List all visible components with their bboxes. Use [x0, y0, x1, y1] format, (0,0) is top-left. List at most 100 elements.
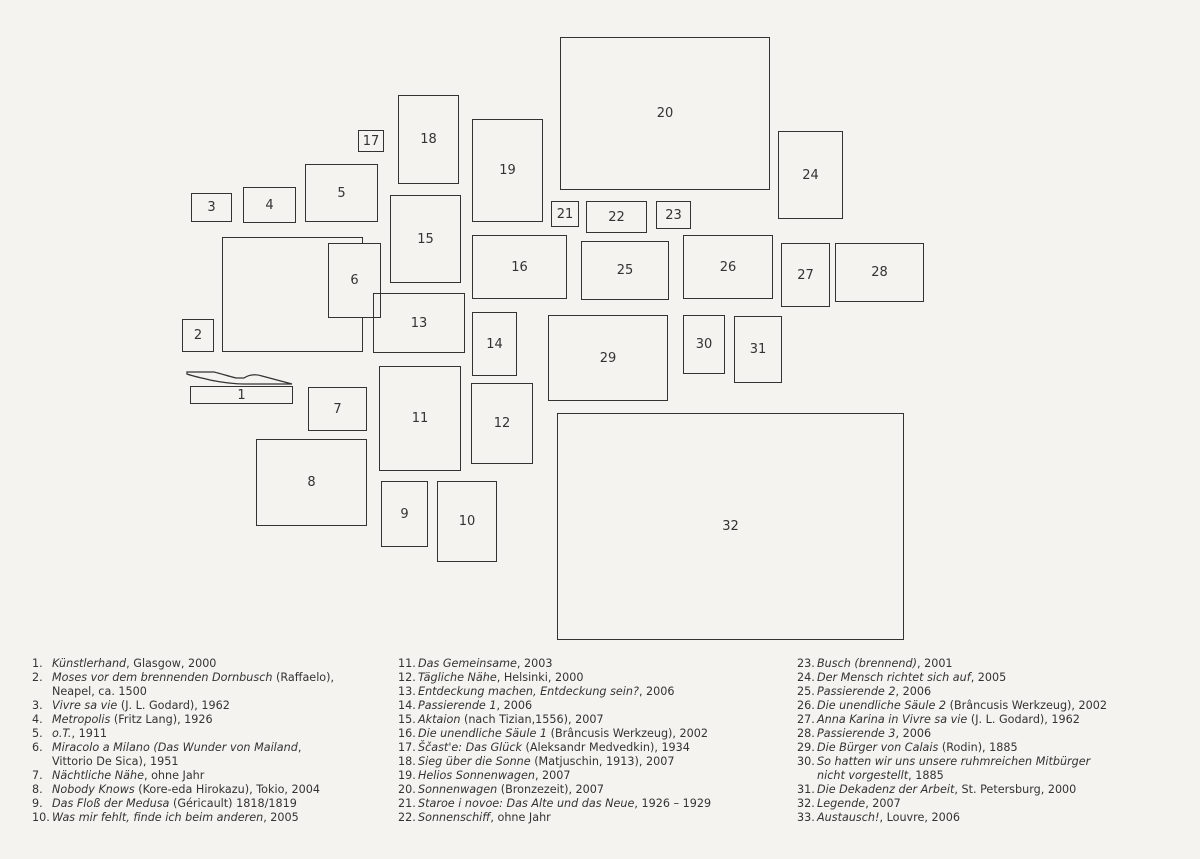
exhibit-box-17: 17: [358, 130, 384, 152]
legend-item-number: 33.: [797, 811, 815, 824]
exhibit-box-8: 8: [256, 439, 367, 526]
legend-item: 28.Passierende 3, 2006: [797, 727, 1127, 741]
legend-work-title: Vivre sa vie: [52, 699, 118, 712]
legend-item-text: Sonnenwagen (Bronzezeit), 2007: [418, 783, 604, 797]
exhibit-number: 29: [599, 350, 617, 366]
legend-item-text: Passierende 1, 2006: [418, 699, 532, 713]
legend-work-details: (Fritz Lang), 1926: [110, 713, 213, 726]
legend-work-details: , 2007: [534, 769, 571, 782]
legend-work-title: Sonnenwagen: [418, 783, 498, 796]
legend-work-title: Ščast'e: Das Glück: [418, 741, 522, 754]
exhibit-number: 32: [722, 519, 739, 534]
legend-item-number: 8.: [32, 783, 43, 796]
legend-item: 8. Nobody Knows (Kore-eda Hirokazu), Toki…: [32, 783, 362, 797]
legend-item-number: 18.: [398, 755, 416, 768]
legend-work-details: , 1911: [71, 727, 108, 740]
legend-item-text: Anna Karina in Vivre sa vie (J. L. Godar…: [817, 713, 1080, 727]
legend-item-number: 28.: [797, 727, 815, 740]
exhibit-number: 24: [802, 167, 819, 183]
legend-item-text: Legende, 2007: [817, 797, 901, 811]
exhibit-box-22: 22: [586, 201, 647, 233]
exhibit-number: 21: [556, 206, 574, 222]
legend-work-title: Legende: [817, 797, 866, 810]
legend-item-number: 11.: [398, 657, 416, 670]
legend-item: 20.Sonnenwagen (Bronzezeit), 2007: [398, 783, 728, 797]
legend-item-text: Vivre sa vie (J. L. Godard), 1962: [52, 699, 230, 713]
legend-item: 32.Legende, 2007: [797, 797, 1127, 811]
legend-item: 27.Anna Karina in Vivre sa vie (J. L. Go…: [797, 713, 1127, 727]
legend-work-title: Passierende 3: [817, 727, 896, 740]
legend-item-number: 10.: [32, 811, 50, 824]
legend-work-details: , 2005: [263, 811, 299, 824]
exhibit-box-32: 32: [557, 413, 904, 640]
legend-item-text: Sonnenschiff, ohne Jahr: [418, 811, 551, 825]
legend-item-number: 31.: [797, 783, 815, 796]
legend-item-text: Das Gemeinsame, 2003: [418, 657, 552, 671]
exhibit-box-4: 4: [243, 187, 296, 223]
legend-work-details: (Aleksandr Medvedkin), 1934: [521, 741, 690, 754]
legend-work-details: (Brâncusis Werkzeug), 2002: [547, 727, 708, 740]
exhibit-box-16: 16: [472, 235, 567, 299]
legend-item: 2.Moses vor dem brennenden Dornbusch (Ra…: [32, 671, 362, 699]
legend-item-text: Miracolo a Milano (Das Wunder von Mailan…: [52, 741, 301, 769]
legend-item-text: Der Mensch richtet sich auf, 2005: [817, 671, 1006, 685]
legend-item-text: Entdeckung machen, Entdeckung sein?, 200…: [418, 685, 675, 699]
legend-item-number: 19.: [398, 769, 416, 782]
exhibit-number: 17: [362, 133, 380, 149]
legend-item-text: Was mir fehlt, finde ich beim anderen, 2…: [52, 811, 299, 825]
legend-item-text: Tägliche Nähe, Helsinki, 2000: [418, 671, 583, 685]
legend-work-title: So hatten wir uns unsere ruhmreichen Mit…: [817, 755, 1091, 782]
legend-item: 17.Ščast'e: Das Glück (Aleksandr Medvedk…: [398, 741, 728, 755]
legend-item: 31.Die Dekadenz der Arbeit, St. Petersbu…: [797, 783, 1127, 797]
legend-work-title: Das Floß der Medusa: [52, 797, 170, 810]
legend-item: 21.Staroe i novoe: Das Alte und das Neue…: [398, 797, 728, 811]
exhibit-box-3: 3: [191, 193, 232, 222]
legend-item-number: 22.: [398, 811, 416, 824]
legend-item-text: Die Bürger von Calais (Rodin), 1885: [817, 741, 1018, 755]
legend-work-title: o.T.: [52, 727, 72, 740]
legend-item: 24.Der Mensch richtet sich auf, 2005: [797, 671, 1127, 685]
legend-item-text: Staroe i novoe: Das Alte und das Neue, 1…: [418, 797, 711, 811]
legend-item-text: Aktaion (nach Tizian,1556), 2007: [418, 713, 604, 727]
exhibit-box-15: 15: [390, 195, 461, 283]
exhibit-box-31: 31: [734, 316, 782, 383]
exhibit-box-28: 28: [835, 243, 924, 302]
legend-item-number: 25.: [797, 685, 815, 698]
legend-item: 29.Die Bürger von Calais (Rodin), 1885: [797, 741, 1127, 755]
legend-item: 11.Das Gemeinsame, 2003: [398, 657, 728, 671]
legend-work-details: (Brâncusis Werkzeug), 2002: [946, 699, 1107, 712]
legend-work-details: (Bronzezeit), 2007: [497, 783, 605, 796]
exhibit-number: 22: [608, 209, 625, 225]
legend-work-title: Die unendliche Säule 1: [418, 727, 548, 740]
legend-item-number: 17.: [398, 741, 416, 754]
legend-work-details: (J. L. Godard), 1962: [967, 713, 1080, 726]
legend-item-text: Moses vor dem brennenden Dornbusch (Raff…: [52, 671, 334, 699]
exhibit-box-9: 9: [381, 481, 428, 547]
exhibit-box-26: 26: [683, 235, 773, 299]
legend-item: 25.Passierende 2, 2006: [797, 685, 1127, 699]
exhibit-number: 6: [350, 273, 359, 288]
legend-work-title: Moses vor dem brennenden Dornbusch: [52, 671, 273, 684]
exhibit-number: 27: [797, 267, 814, 283]
exhibit-box-5: 5: [305, 164, 378, 222]
legend-item-text: Künstlerhand, Glasgow, 2000: [52, 657, 216, 671]
legend-work-details: (nach Tizian,1556), 2007: [460, 713, 604, 726]
legend-work-title: Die unendliche Säule 2: [817, 699, 947, 712]
legend-item-text: Sieg über die Sonne (Matjuschin, 1913), …: [418, 755, 674, 769]
legend-item: 12.Tägliche Nähe, Helsinki, 2000: [398, 671, 728, 685]
exhibit-box-29: 29: [548, 315, 668, 401]
legend-item: 15.Aktaion (nach Tizian,1556), 2007: [398, 713, 728, 727]
legend-item-text: Passierende 3, 2006: [817, 727, 931, 741]
legend-item: 14.Passierende 1, 2006: [398, 699, 728, 713]
legend-item: 5.o.T., 1911: [32, 727, 362, 741]
exhibit-number: 25: [616, 263, 634, 278]
legend-item-number: 15.: [398, 713, 416, 726]
legend-item: 23.Busch (brennend), 2001: [797, 657, 1127, 671]
legend-item-number: 9.: [32, 797, 43, 810]
legend-item-number: 1.: [32, 657, 43, 670]
legend-item-text: Nobody Knows (Kore-eda Hirokazu), Tokio,…: [52, 783, 320, 797]
legend-item: 3.Vivre sa vie (J. L. Godard), 1962: [32, 699, 362, 713]
exhibit-box-11: 11: [379, 366, 461, 471]
legend-item: 19.Helios Sonnenwagen, 2007: [398, 769, 728, 783]
